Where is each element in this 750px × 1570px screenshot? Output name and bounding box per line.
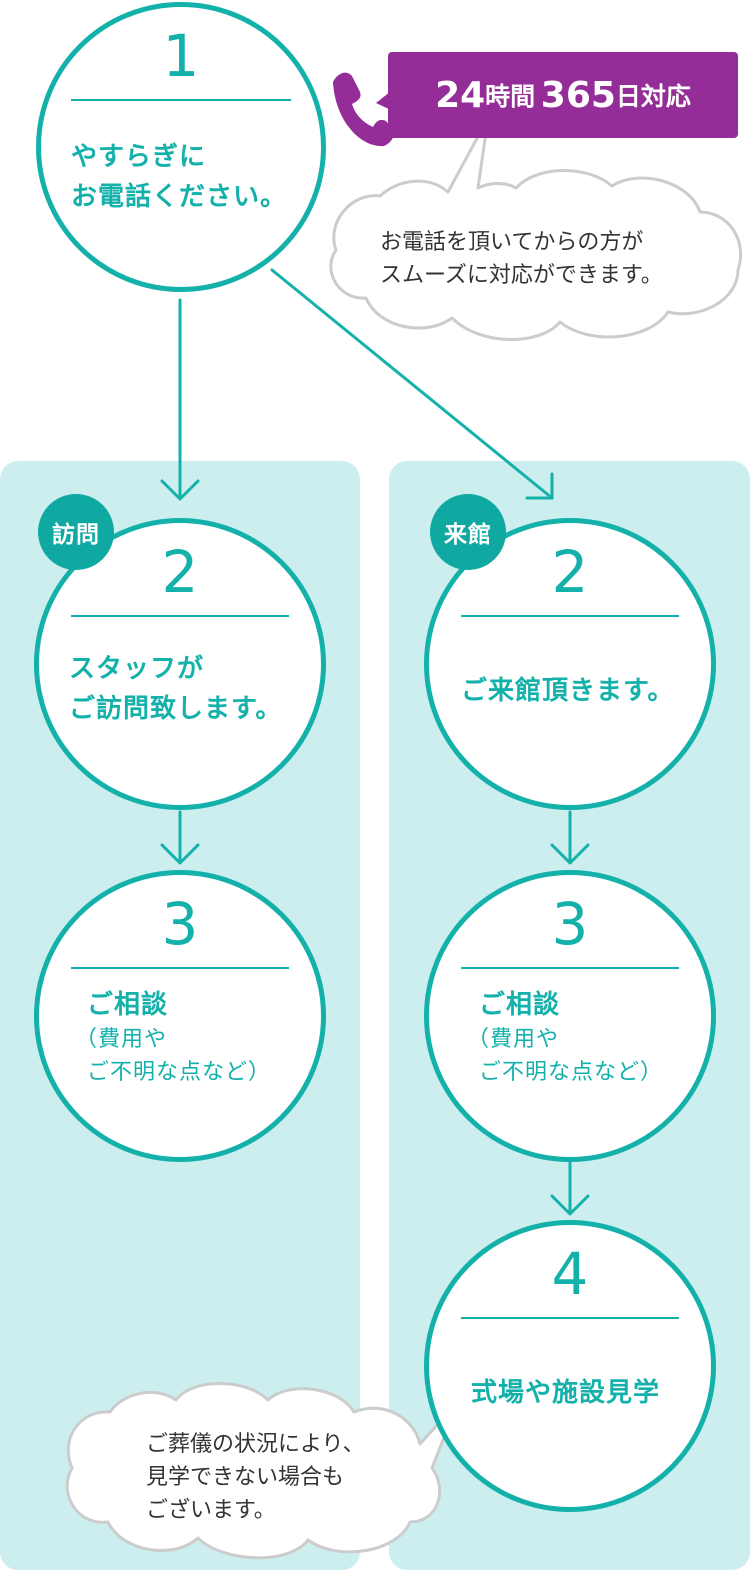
come-step3-sub1: （費用や [467,1027,560,1052]
visit-step3-rule [71,967,289,969]
hours-unit: 時間 [485,82,536,111]
step1-number: 1 [162,22,200,90]
visit-tag: 訪問 [38,494,114,570]
come-step3-number: 3 [551,890,589,958]
come-step4-circle: 4 式場や施設見学 [424,1220,716,1512]
visit-step2-rule [71,615,289,617]
come-step4-text: 式場や施設見学 [471,1378,661,1408]
visit-step3-sub2: ご不明な点など） [87,1060,272,1085]
days-unit: 日対応 [615,82,691,111]
phone-note-line2: スムーズに対応ができます。 [380,263,663,288]
visit-step3-sub1: （費用や [75,1027,168,1052]
come-step3-rule [461,967,679,969]
come-tag: 来館 [430,494,506,570]
visit-step3-circle: 3 ご相談 （費用や ご不明な点など） [34,870,326,1162]
step1-rule [71,99,291,101]
visit-step2-line2: ご訪問致します。 [69,694,283,724]
step1-line2: お電話ください。 [71,182,288,212]
come-step4-rule [461,1317,679,1319]
come-step3-sub: （費用や ご不明な点など） [467,1023,663,1089]
phone-icon [333,72,395,147]
step1-circle: 1 やすらぎに お電話ください。 [36,2,326,292]
visit-step3-sub: （費用や ご不明な点など） [75,1023,271,1089]
step1-line1: やすらぎに [71,142,207,172]
come-step2-number: 2 [551,538,589,606]
phone-note-line1: お電話を頂いてからの方が [380,230,644,255]
come-step3-circle: 3 ご相談 （費用や ご不明な点など） [424,870,716,1162]
visit-step2-text: スタッフが ご訪問致します。 [69,649,282,729]
visit-step2-circle: 2 スタッフが ご訪問致します。 [34,518,326,810]
come-step3-title: ご相談 [479,990,561,1020]
visit-step3-title: ご相談 [87,990,169,1020]
visit-step3-number: 3 [161,890,199,958]
hours-number: 24 [435,74,486,116]
days-number: 365 [540,74,616,116]
arrow-1-to-come [270,268,554,500]
visit-step2-number: 2 [161,538,199,606]
step1-text: やすらぎに お電話ください。 [71,137,287,217]
tour-note-bubble [65,1382,460,1560]
come-step2-text: ご来館頂きます。 [461,676,675,706]
come-step2-circle: 2 ご来館頂きます。 [424,518,716,810]
phone-note: お電話を頂いてからの方が スムーズに対応ができます。 [380,226,663,292]
tour-note-line1: ご葬儀の状況により、 [146,1432,365,1457]
come-step4-number: 4 [551,1240,589,1308]
phone-note-bubble [329,116,743,341]
come-step2-rule [461,615,679,617]
tour-note: ご葬儀の状況により、 見学できない場合も ございます。 [146,1428,365,1527]
tour-note-line3: ございます。 [146,1498,276,1523]
tour-note-line2: 見学できない場合も [146,1465,345,1490]
visit-step2-line1: スタッフが [69,654,205,684]
come-step3-sub2: ご不明な点など） [479,1060,664,1085]
